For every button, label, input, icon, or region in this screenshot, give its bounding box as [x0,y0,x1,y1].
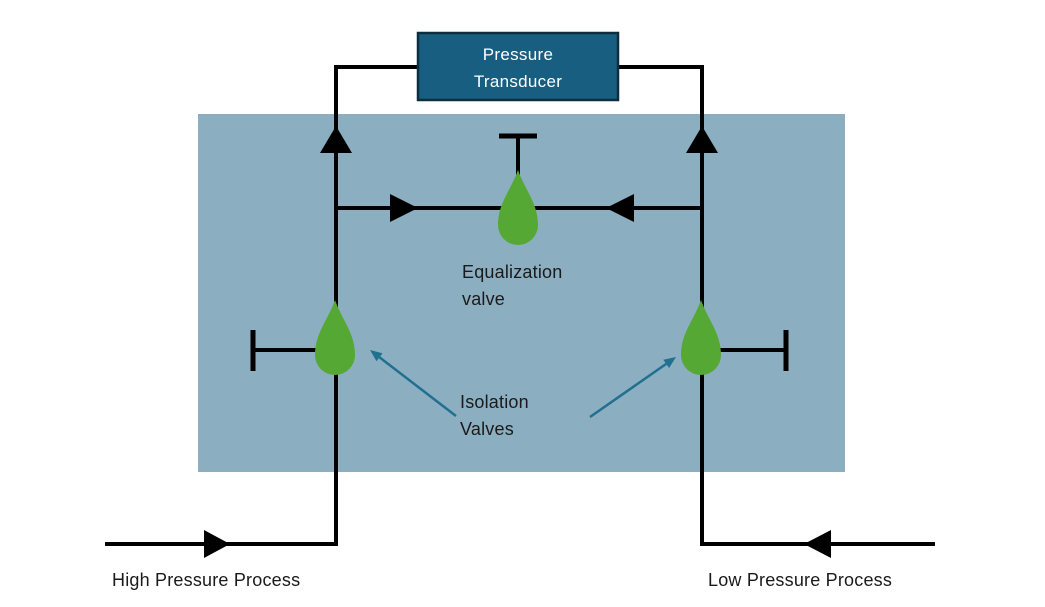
equalization-valve-icon [498,170,538,245]
annotation-line-left [378,356,457,417]
pressure-transducer-label-line1: Pressure [483,45,553,64]
flow-arrow-equalization-left-icon [390,194,418,222]
pressure-transducer-box [416,31,620,102]
flow-arrow-group [204,126,831,558]
equalization-valve-label-line2: valve [462,289,505,309]
isolation-valve-left-icon [315,300,355,375]
isolation-valves-label-line1: Isolation [460,392,529,412]
pressure-transducer-label: Pressure Transducer [474,45,562,91]
flow-arrow-equalization-right-icon [606,194,634,222]
annotation-arrowheads [370,350,676,368]
annotation-arrowhead-left-icon [370,350,383,362]
isolation-valve-right-icon [681,300,721,375]
annotation-line-right [589,362,667,419]
pressure-transducer-label-line2: Transducer [474,72,562,91]
low-pressure-process-label: Low Pressure Process [708,570,892,590]
flow-arrow-up-left-icon [320,126,352,153]
flow-arrow-low-pressure-icon [804,530,831,558]
isolation-valves-label-line2: Valves [460,419,514,439]
flow-arrow-high-pressure-icon [204,530,230,558]
manifold-block [198,114,845,472]
annotation-arrow-group [370,350,676,419]
annotation-arrowhead-right-icon [663,357,676,368]
equalization-valve-label-line1: Equalization [462,262,562,282]
valve-group [315,170,721,375]
diagram-labels: Equalization valve Isolation Valves High… [112,262,892,590]
high-pressure-process-label: High Pressure Process [112,570,300,590]
flow-arrow-up-right-icon [686,126,718,153]
